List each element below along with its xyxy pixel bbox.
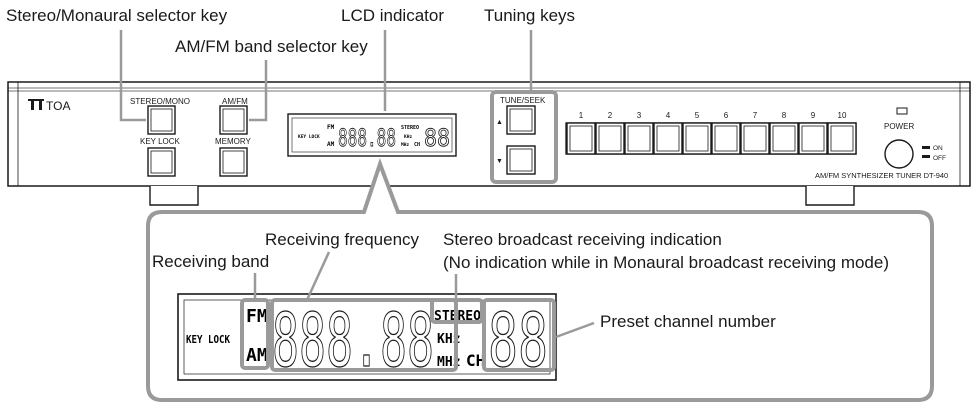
leader-receiving-frequency: [305, 251, 331, 301]
am-fm-button[interactable]: [219, 105, 248, 135]
lcd-large-ch: CH: [466, 351, 485, 370]
lcd-small-ch-digits: 88: [424, 124, 450, 152]
preset-button-2[interactable]: [595, 122, 625, 155]
model-label: AM/FM SYNTHESIZER TUNER DT-940: [815, 171, 948, 180]
preset-button-10[interactable]: [827, 122, 857, 155]
tune-up-button-face: [509, 108, 533, 132]
preset-number-6: 6: [724, 111, 729, 120]
frequency-highlight: [270, 298, 458, 372]
preset-number-9: 9: [811, 111, 816, 120]
preset-button-1[interactable]: [566, 122, 596, 155]
preset-number-5: 5: [695, 111, 700, 120]
lcd-large-key-lock: KEY LOCK: [186, 333, 230, 346]
preset-number-1: 1: [579, 111, 584, 120]
lcd-small-fm: FM: [327, 124, 335, 131]
memory-button[interactable]: [219, 147, 248, 177]
preset-button-6[interactable]: [711, 122, 741, 155]
callout-receiving-band: Receiving band: [152, 252, 269, 271]
stereo-mono-button[interactable]: [147, 105, 176, 135]
preset-number-7: 7: [753, 111, 758, 120]
am-fm-label: AM/FM: [222, 97, 248, 106]
preset-button-face-5: [685, 125, 709, 152]
lcd-small-ch: CH: [414, 142, 420, 148]
foot-right: [805, 186, 855, 206]
memory-button-face: [222, 150, 245, 174]
callout-stereo-mono-key: Stereo/Monaural selector key: [6, 6, 228, 25]
preset-number-4: 4: [666, 111, 671, 120]
lcd-small-digits: 888.88: [338, 124, 396, 152]
lcd-small-am: AM: [327, 141, 335, 148]
lcd-small-khz: KHz: [404, 134, 412, 140]
preset-button-9[interactable]: [798, 122, 828, 155]
power-off-mark: [922, 155, 930, 158]
preset-button-face-4: [656, 125, 680, 152]
preset-number-10: 10: [838, 111, 847, 120]
preset-button-face-10: [830, 125, 854, 152]
power-label: POWER: [884, 122, 914, 131]
preset-button-face-7: [743, 125, 767, 152]
preset-button-face-3: [627, 125, 651, 152]
am-fm-button-face: [222, 108, 245, 132]
preset-button-face-1: [569, 125, 593, 152]
power-on-mark: [922, 146, 930, 149]
tune-down-button[interactable]: [506, 145, 536, 175]
preset-channel-highlight: [482, 298, 556, 372]
memory-label: MEMORY: [215, 137, 252, 146]
lcd-small-stereo: STEREO: [401, 125, 419, 131]
leader-am-fm: [249, 60, 268, 122]
tune-up-button[interactable]: [506, 105, 536, 135]
tuning-keys-highlight: [490, 90, 558, 184]
power-button[interactable]: [884, 139, 914, 169]
lcd-small-key-lock: KEY LOCK: [298, 134, 320, 140]
brand-name: TOA: [46, 99, 70, 113]
tune-down-button-face: [509, 148, 533, 172]
callout-receiving-frequency: Receiving frequency: [265, 230, 420, 249]
preset-button-face-8: [772, 125, 796, 152]
lcd-small-inner: [291, 117, 453, 153]
preset-button-face-2: [598, 125, 622, 152]
preset-button-face-6: [714, 125, 738, 152]
power-on-label: ON: [933, 145, 943, 152]
tune-down-arrow-icon: ▼: [496, 158, 503, 165]
callout-stereo-indication: Stereo broadcast receiving indication: [443, 230, 722, 249]
tune-seek-label: TUNE/SEEK: [500, 96, 546, 105]
preset-button-face-9: [801, 125, 825, 152]
power-indicator: [896, 107, 908, 115]
preset-number-8: 8: [782, 111, 787, 120]
lcd-small-mhz: MHz: [401, 142, 409, 148]
preset-button-5[interactable]: [682, 122, 712, 155]
callout-am-fm-key: AM/FM band selector key: [175, 37, 368, 56]
power-off-label: OFF: [933, 155, 946, 162]
callout-lcd-indicator: LCD indicator: [341, 6, 444, 25]
preset-number-2: 2: [608, 111, 613, 120]
panel-top-strip: [7, 87, 971, 92]
key-lock-button[interactable]: [147, 147, 176, 177]
preset-button-8[interactable]: [769, 122, 799, 155]
stereo-mono-button-face: [150, 108, 173, 132]
preset-button-7[interactable]: [740, 122, 770, 155]
tune-up-arrow-icon: ▲: [496, 119, 503, 126]
preset-button-3[interactable]: [624, 122, 654, 155]
callout-stereo-indication-note: (No indication while in Monaural broadca…: [443, 253, 889, 272]
key-lock-label: KEY LOCK: [140, 137, 181, 146]
stereo-mono-label: STEREO/MONO: [130, 97, 190, 106]
lcd-large-am: AM: [246, 345, 268, 366]
preset-button-row: 1 2 3 4 5 6 7 8 9 10: [565, 111, 857, 155]
lcd-small-frame: [287, 113, 457, 157]
lcd-large-fm: FM: [246, 306, 268, 327]
leader-stereo-mono: [119, 30, 146, 122]
foot-left: [149, 186, 199, 206]
callout-tuning-keys: Tuning keys: [484, 6, 575, 25]
preset-number-3: 3: [637, 111, 642, 120]
preset-button-4[interactable]: [653, 122, 683, 155]
leader-preset-channel: [555, 321, 595, 339]
toa-logo: TOA: [28, 99, 70, 113]
callout-preset-channel: Preset channel number: [600, 312, 776, 331]
key-lock-button-face: [150, 150, 173, 174]
lcd-indicator-small: FM AM KEY LOCK 888.88 STEREO KHz MHz CH …: [287, 113, 457, 157]
